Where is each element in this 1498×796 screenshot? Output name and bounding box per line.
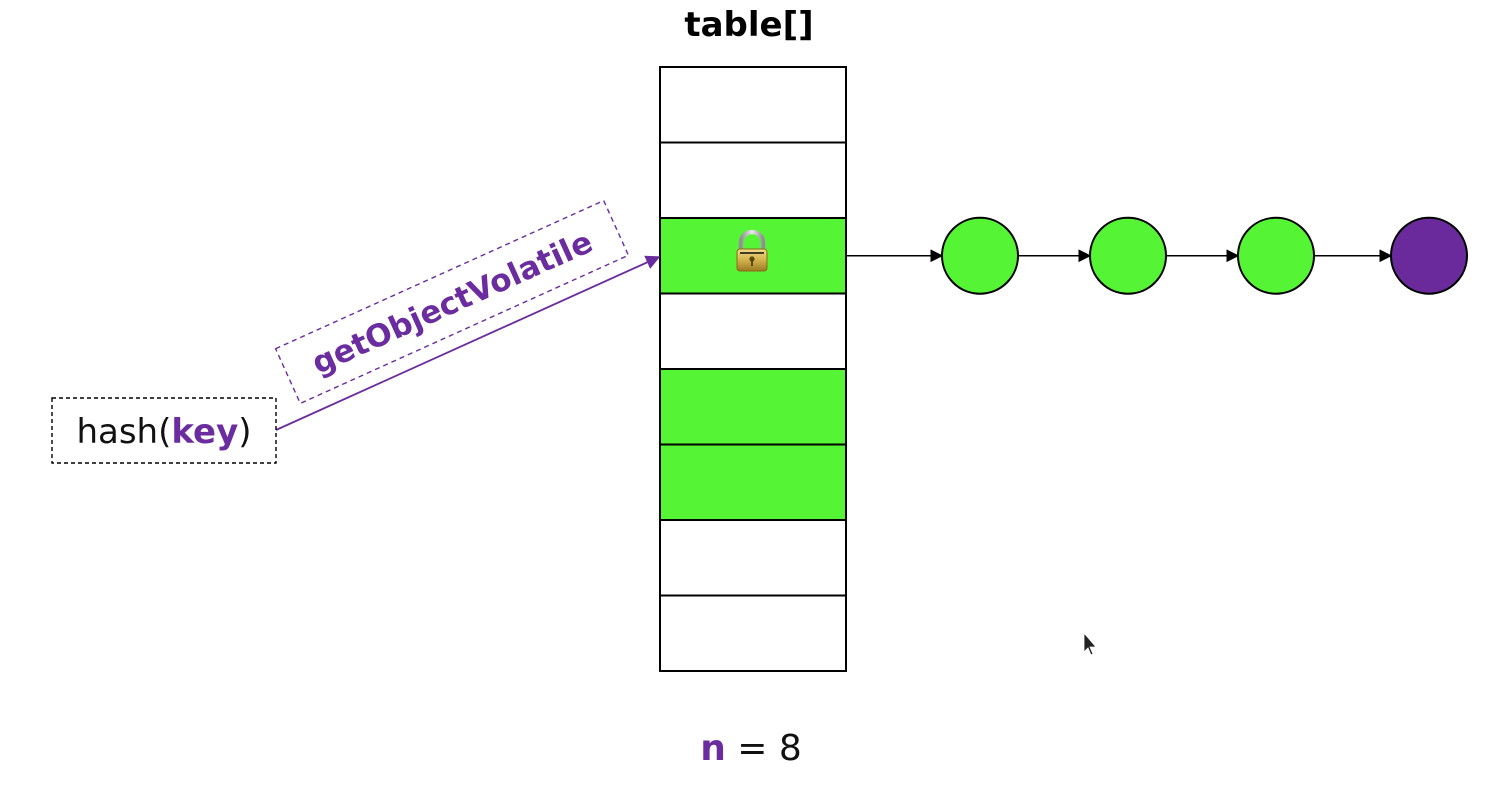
table-slot <box>659 368 847 446</box>
hash-suffix: ) <box>238 412 251 452</box>
hash-prefix: hash( <box>76 412 171 452</box>
table-size-label: n = 8 <box>700 728 802 769</box>
hash-key-box: hash(key) <box>51 397 277 464</box>
table-slot <box>659 519 847 597</box>
table-title: table[] <box>684 5 813 45</box>
table-slot <box>659 141 847 219</box>
hash-expression: hash(key) <box>76 412 251 452</box>
method-label: getObjectVolatile <box>307 224 599 382</box>
size-var: n <box>700 728 726 769</box>
table-slot <box>659 292 847 370</box>
padlock-icon <box>736 229 768 272</box>
chain-tail-node <box>1390 216 1468 295</box>
size-value: 8 <box>779 728 802 769</box>
bucket-chain <box>846 216 1468 295</box>
hash-key: key <box>171 412 238 452</box>
hash-table <box>659 66 847 672</box>
chain-node <box>1089 216 1167 295</box>
size-op: = <box>726 728 779 769</box>
lookup-arrow <box>275 255 661 431</box>
mouse-pointer-icon <box>1083 631 1097 656</box>
chain-node <box>941 216 1019 295</box>
table-slot <box>659 443 847 521</box>
table-slot <box>659 66 847 144</box>
chain-node <box>1237 216 1315 295</box>
method-label-box: getObjectVolatile <box>274 199 630 405</box>
table-slot <box>659 594 847 672</box>
